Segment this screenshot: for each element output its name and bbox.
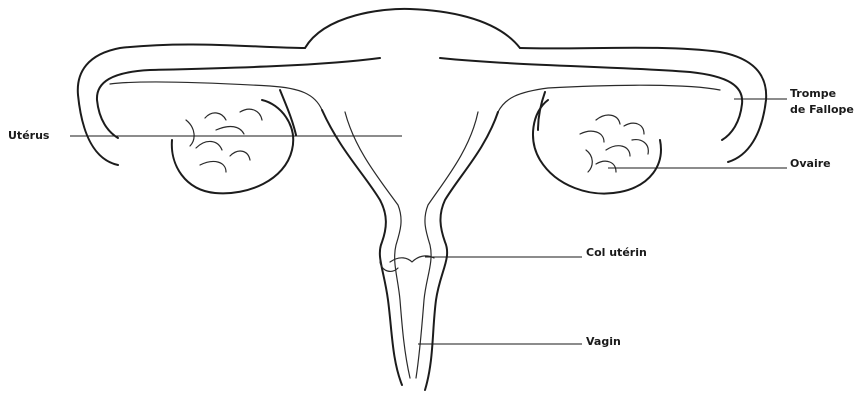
right-ovary [533, 100, 661, 194]
uterine-fundus [305, 9, 520, 48]
label-trompe-de-fallope: Trompe de Fallope [790, 86, 854, 118]
tube-inner-right [440, 58, 742, 140]
uterus-outer-outline [78, 44, 305, 165]
label-trompe-line1: Trompe [790, 86, 854, 102]
right-fimbriae [580, 115, 648, 172]
tube-inner-left [97, 58, 380, 138]
uterus-body-left-wall [322, 110, 402, 385]
tube-lower-left [110, 82, 322, 110]
label-ovaire: Ovaire [790, 156, 831, 172]
label-vagin: Vagin [586, 334, 621, 350]
label-trompe-line2: de Fallope [790, 102, 854, 118]
uterus-body-left-inner [345, 112, 410, 378]
left-ovary [172, 100, 293, 193]
right-ovary-ligament [538, 92, 545, 130]
label-col-uterin: Col utérin [586, 245, 647, 261]
left-fimbriae [186, 109, 262, 172]
tube-lower-right [498, 85, 720, 112]
label-uterus: Utérus [8, 128, 49, 144]
